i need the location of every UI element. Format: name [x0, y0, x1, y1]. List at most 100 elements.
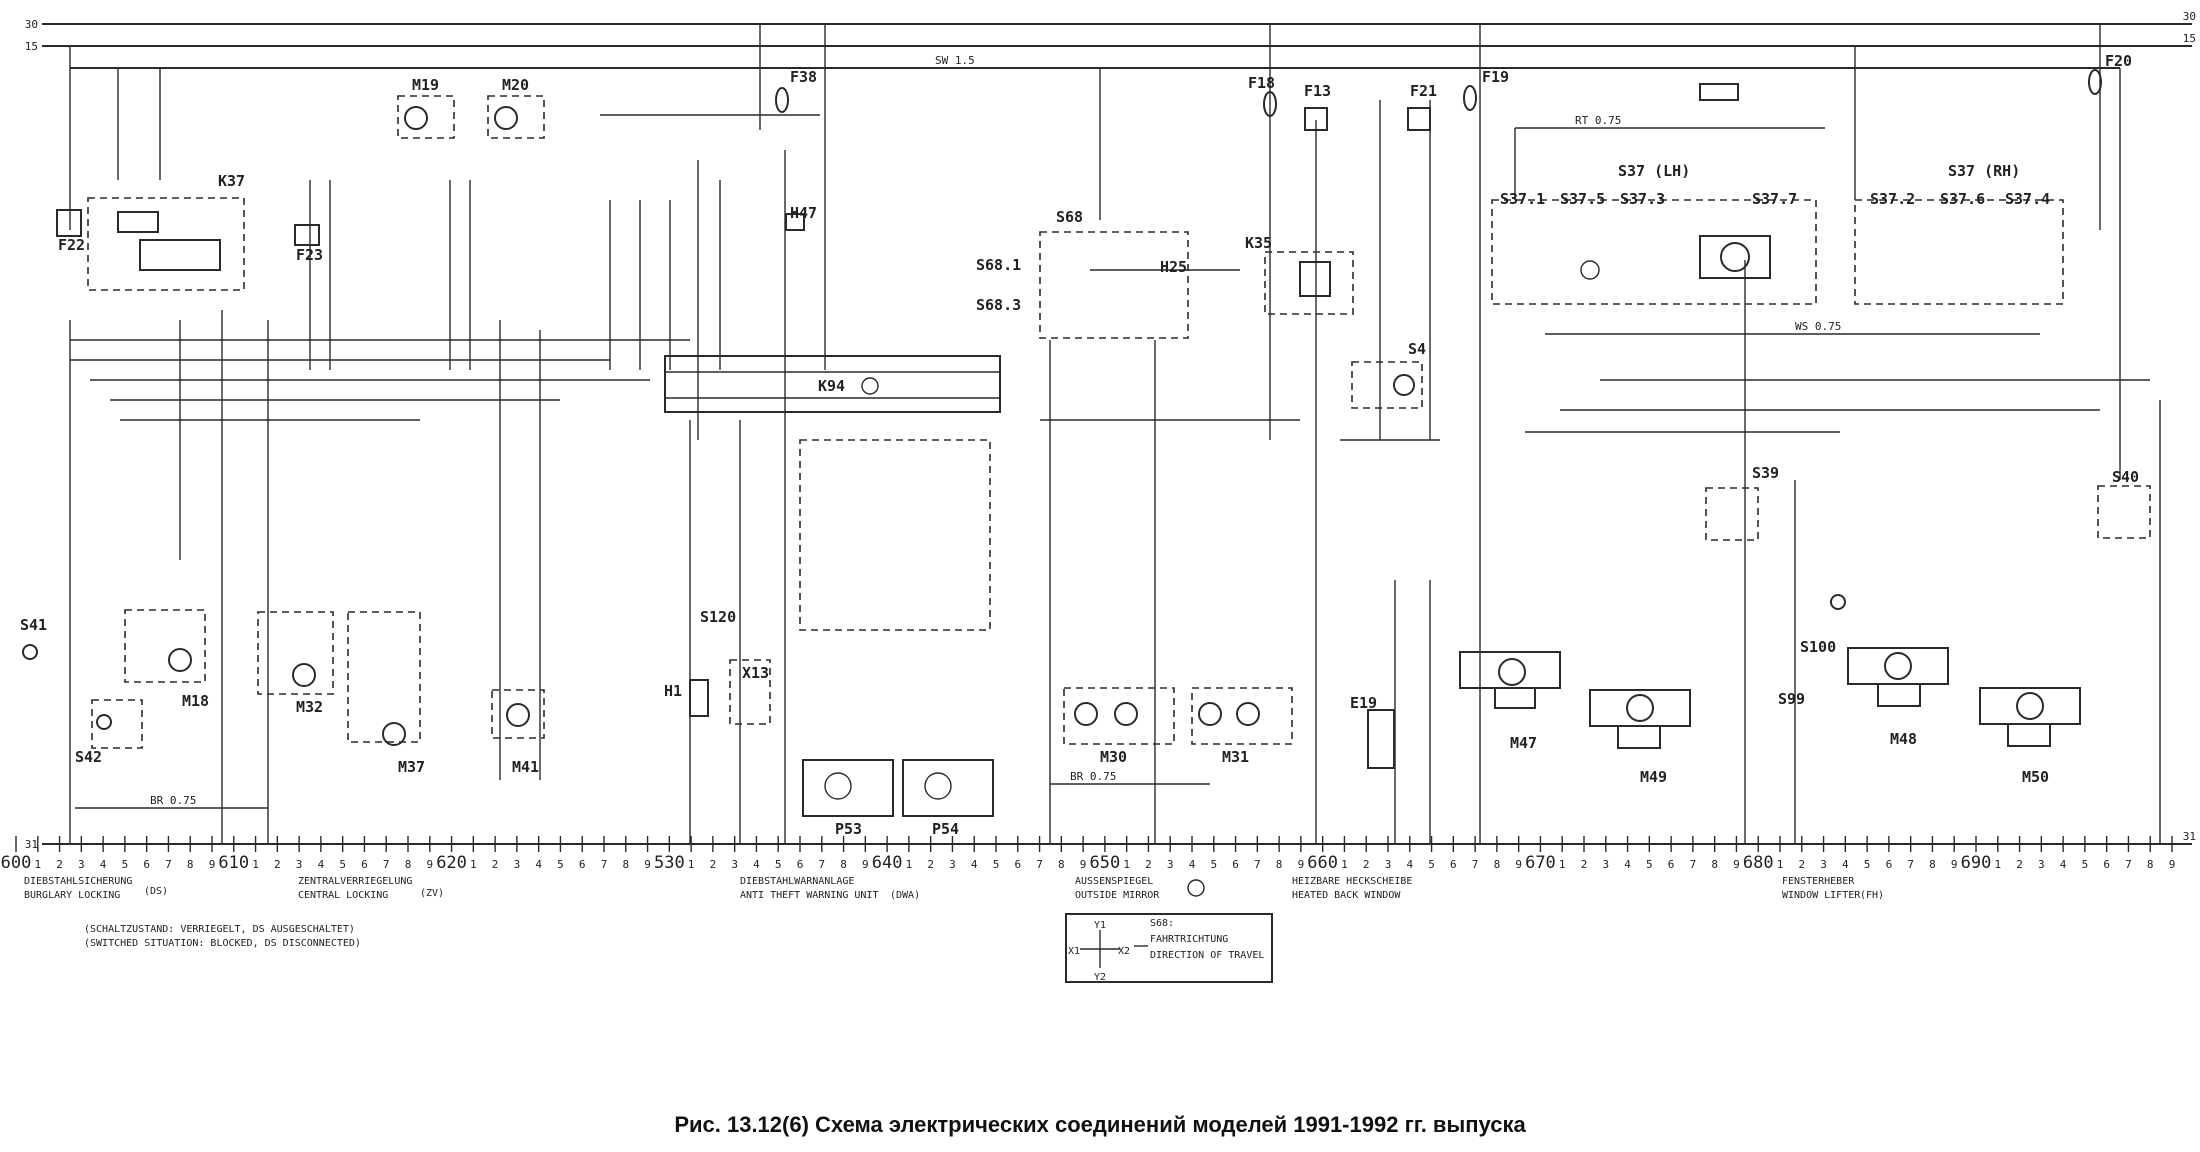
- func-antitheft-code: (DWA): [890, 890, 920, 901]
- bus-tick-label: 5: [775, 858, 782, 871]
- function-labels: DIEBSTAHLSICHERUNG BURGLARY LOCKING (DS)…: [24, 876, 1884, 949]
- func-burglary-code: (DS): [144, 886, 168, 897]
- figure-caption: Рис. 13.12(6) Схема электрических соедин…: [674, 1112, 1526, 1137]
- relays: K37 K94 K35: [87, 172, 1354, 413]
- bus-tick-label: 1: [1994, 858, 2001, 871]
- func-central-de: ZENTRALVERRIEGELUNG: [298, 876, 412, 887]
- bus-tick-label: 5: [993, 858, 1000, 871]
- bus-tick-label: 2: [2016, 858, 2023, 871]
- motor-m30: M30: [1100, 748, 1127, 766]
- bus-tick-label: 1: [252, 858, 259, 871]
- fuse-f21: F21: [1410, 82, 1437, 100]
- bus-tick-label: 3: [1602, 858, 1609, 871]
- bus-tick-label: 8: [405, 858, 412, 871]
- bus-tick-label: 8: [1058, 858, 1065, 871]
- func-heated-de: HEIZBARE HECKSCHEIBE: [1292, 876, 1412, 887]
- bus-tick-label: 4: [1624, 858, 1631, 871]
- func-mirror-de: AUSSENSPIEGEL: [1075, 876, 1153, 887]
- bus-tick-label: 3: [514, 858, 521, 871]
- bus-tick-label: 6: [579, 858, 586, 871]
- travel-code: S68:: [1150, 918, 1174, 929]
- bus-tick-label: 6: [1232, 858, 1239, 871]
- bus-tick-label: 3: [1385, 858, 1392, 871]
- relay-k94: K94: [818, 377, 845, 395]
- s37-panels: S37 (LH) S37.1 S37.5 S37.3 S37.7 S37 (RH…: [1491, 162, 2064, 305]
- switch-s68: S68: [1056, 208, 1083, 226]
- bus-tick-label: 1: [906, 858, 913, 871]
- func-burglary-en: BURGLARY LOCKING: [24, 890, 120, 901]
- travel-en: DIRECTION OF TRAVEL: [1150, 950, 1264, 961]
- horizontal-bundles: [70, 114, 2150, 441]
- bus-tick-label: 8: [187, 858, 194, 871]
- bus-tick-label: 4: [2060, 858, 2067, 871]
- bus-tick-label: 1: [688, 858, 695, 871]
- vertical-wires: [69, 24, 2161, 844]
- motor-m47: M47: [1510, 734, 1537, 752]
- motor-m48: M48: [1890, 730, 1917, 748]
- bus-tick-label: 3: [1820, 858, 1827, 871]
- bus-tick-label: 9: [1733, 858, 1740, 871]
- bus-tick-label: 2: [1581, 858, 1588, 871]
- bus-tick-label: 8: [622, 858, 629, 871]
- bus-tick-label: 7: [383, 858, 390, 871]
- fuse-f18: F18: [1248, 74, 1275, 92]
- bus-tick-label: 3: [2038, 858, 2045, 871]
- bus-tick-label: 7: [1254, 858, 1261, 871]
- bus-tick-label: 6: [2103, 858, 2110, 871]
- switch-s99: S99: [1778, 690, 1805, 708]
- socket-x13: X13: [742, 664, 769, 682]
- bus-tick-label: 2: [1145, 858, 1152, 871]
- bus-tick-label: 7: [165, 858, 172, 871]
- bus-tick-label: 9: [209, 858, 216, 871]
- motor-m32: M32: [296, 698, 323, 716]
- bus-tick-label: 6: [797, 858, 804, 871]
- fuse-f23: F23: [296, 246, 323, 264]
- bus-tick-label: 9: [426, 858, 433, 871]
- motor-m18: M18: [182, 692, 209, 710]
- motor-m20: M20: [502, 76, 529, 94]
- bus-tick-label: 1: [1559, 858, 1566, 871]
- note-en: (SWITCHED SITUATION: BLOCKED, DS DISCONN…: [84, 938, 361, 949]
- bus-tick-label: 6: [361, 858, 368, 871]
- power-rails: 30 15 31 30 15 31 SW 1.5 RT 0.75 WS 0.75…: [25, 10, 2196, 851]
- br075-label-left: BR 0.75: [150, 794, 196, 807]
- switch-s37-5: S37.5: [1560, 190, 1605, 208]
- switch-s42: S42: [75, 748, 102, 766]
- horn-h1: H1: [664, 682, 682, 700]
- bus-tick-label: 660: [1307, 853, 1338, 873]
- switch-s37-rh: S37 (RH): [1948, 162, 2020, 180]
- sw15-label: SW 1.5: [935, 54, 975, 67]
- func-window-en: WINDOW LIFTER: [1782, 890, 1861, 901]
- bus-tick-label: 7: [1472, 858, 1479, 871]
- rt075-label: RT 0.75: [1575, 114, 1621, 127]
- bus-tick-label: 9: [1298, 858, 1305, 871]
- fuse-f20: F20: [2105, 52, 2132, 70]
- bus-tick-label: 2: [710, 858, 717, 871]
- switch-s120: S120: [700, 608, 736, 626]
- bus-tick-label: 5: [1864, 858, 1871, 871]
- bus-tick-label: 2: [492, 858, 499, 871]
- switch-s100: S100: [1800, 638, 1836, 656]
- func-central-code: (ZV): [420, 888, 444, 899]
- motor-m49: M49: [1640, 768, 1667, 786]
- bus-tick-label: 2: [1798, 858, 1805, 871]
- bus-tick-label: 5: [2082, 858, 2089, 871]
- bus-tick-label: 4: [971, 858, 978, 871]
- bus-tick-label: 4: [1189, 858, 1196, 871]
- travel-de: FAHRTRICHTUNG: [1150, 934, 1228, 945]
- bus-tick-label: 8: [1711, 858, 1718, 871]
- bus-tick-label: 8: [840, 858, 847, 871]
- switch-s41: S41: [20, 616, 47, 634]
- rail-15-right: 15: [2183, 32, 2196, 45]
- note-de: (SCHALTZUSTAND: VERRIEGELT, DS AUSGESCHA…: [84, 924, 355, 935]
- bus-tick-label: 530: [654, 853, 685, 873]
- bus-tick-label: 9: [1951, 858, 1958, 871]
- bus-tick-label: 5: [1428, 858, 1435, 871]
- func-window-de: FENSTERHEBER: [1782, 876, 1855, 887]
- switch-s37-2: S37.2: [1870, 190, 1915, 208]
- bus-tick-label: 1: [34, 858, 41, 871]
- bus-tick-label: 1: [1123, 858, 1130, 871]
- bus-tick-label: 2: [56, 858, 63, 871]
